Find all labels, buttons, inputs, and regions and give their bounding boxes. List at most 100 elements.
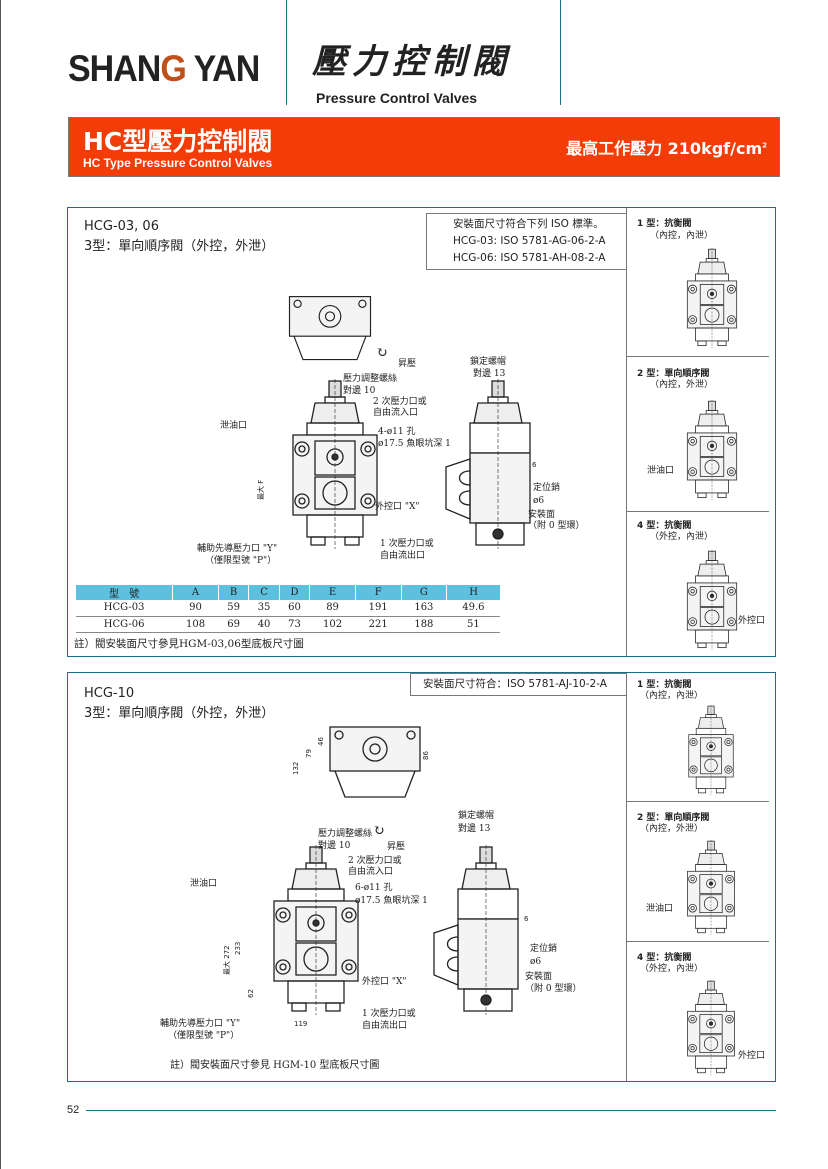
page-title-en: Pressure Control Valves: [316, 90, 478, 106]
cell: 89: [309, 600, 356, 617]
note: 註）閥安裝面尺寸參見HGM-03,06型底板尺寸圖: [74, 638, 304, 650]
column-header: D: [278, 585, 310, 600]
variant-subtitle: （外控，內泄）: [650, 532, 714, 542]
label: 自由流入口: [373, 408, 419, 418]
variant-1-drawing: [686, 248, 738, 348]
label: 壓力調整螺絲: [318, 829, 373, 839]
label: 6-ø11 孔: [355, 883, 393, 893]
dimension-label: 119: [294, 1020, 308, 1028]
page-number: 52: [67, 1104, 80, 1116]
variant-2-drawing: [686, 400, 738, 500]
dimension-label: 62: [247, 989, 255, 998]
cell: 102: [309, 616, 356, 633]
variant-4-drawing: [686, 550, 738, 650]
cell: 49.6: [446, 600, 500, 617]
dimension-label: 46: [317, 737, 325, 746]
label: 輔助先導壓力口 "Y": [197, 544, 278, 554]
label: （附 0 型環）: [525, 984, 582, 994]
cell: 221: [355, 616, 402, 633]
cell: 51: [446, 616, 500, 633]
label: （僅限型號 "P"）: [168, 1031, 240, 1041]
logo-text-right: YAN: [185, 48, 261, 90]
variant-subtitle: （內控，外泄）: [650, 380, 714, 390]
label: 安裝面: [528, 510, 556, 520]
logo-text: SHAN: [68, 48, 161, 90]
variant-1-drawing: [688, 705, 734, 795]
variant-title: 1 型：抗衡閥: [637, 219, 692, 229]
column-header: E: [309, 585, 356, 600]
label: 6: [532, 461, 537, 469]
footer-rule: [86, 1110, 776, 1111]
label: 輔助先導壓力口 "Y": [160, 1019, 241, 1029]
iso-line: HCG-03: ISO 5781-AG-06-2-A: [453, 235, 606, 247]
front-view-drawing: [292, 378, 378, 550]
top-view-drawing: [329, 726, 421, 798]
label: 自由流出口: [380, 551, 426, 561]
variant-subtitle: （外控，內泄）: [640, 964, 704, 974]
label: 壓力調整螺絲: [343, 374, 398, 384]
variant-2-drawing: [687, 840, 735, 935]
column-header: B: [217, 585, 249, 600]
dimension-label: 最大 272: [223, 945, 231, 975]
variant-title: 2 型：單向順序閥: [637, 813, 710, 823]
label: 自由流入口: [348, 867, 394, 877]
label: 外控口 "X": [362, 977, 407, 987]
cell: HCG-06: [75, 616, 173, 633]
variant-subtitle: （內控，外泄）: [640, 824, 704, 834]
iso-standard: 安裝面尺寸符合：ISO 5781-AJ-10-2-A: [410, 673, 626, 696]
label: 外控口 "X": [375, 502, 420, 512]
callout-label: 泄油口: [647, 466, 675, 476]
label: 定位銷: [533, 483, 561, 493]
label: ø17.5 魚眼坑深 1: [355, 896, 428, 906]
column-header: H: [446, 585, 500, 600]
cell: 69: [218, 616, 249, 633]
variant-title: 1 型：抗衡閥: [637, 680, 692, 690]
callout-label: 泄油口: [646, 904, 674, 914]
variant-subtitle: （內控，內泄）: [640, 691, 704, 701]
label: （附 0 型環）: [528, 521, 585, 531]
raise-pressure-label: 昇壓: [387, 842, 406, 852]
banner-title-en: HC Type Pressure Control Valves: [83, 156, 273, 170]
label: 2 次壓力口或: [348, 856, 402, 866]
label: ø6: [533, 496, 545, 506]
brand-logo: SHANG YAN: [68, 48, 261, 91]
label: 2 次壓力口或: [373, 397, 427, 407]
cell: 90: [172, 600, 219, 617]
label: 1 次壓力口或: [362, 1009, 416, 1019]
variant-4-drawing: [687, 980, 735, 1075]
label: 對邊 10: [318, 841, 351, 851]
dimension-label: 最大 F: [257, 479, 265, 500]
cell: 191: [355, 600, 402, 617]
label: 安裝面: [525, 972, 553, 982]
iso-line: 安裝面尺寸符合下列 ISO 標準。: [453, 218, 604, 230]
label: 自由流出口: [362, 1021, 408, 1031]
page-title-cn: 壓力控制閥: [312, 42, 512, 82]
cell: 188: [401, 616, 447, 633]
cell: 60: [279, 600, 310, 617]
cell: 73: [279, 616, 310, 633]
label: 泄油口: [220, 421, 248, 431]
rotate-arrow-icon: ↻: [376, 345, 388, 361]
callout-label: 外控口: [738, 616, 766, 626]
valve-type: 3型：單向順序閥（外控，外泄）: [84, 706, 275, 721]
label: 鎖定螺帽: [470, 357, 507, 367]
iso-line: HCG-06: ISO 5781-AH-08-2-A: [453, 252, 606, 264]
valve-type: 3型：單向順序閥（外控，外泄）: [84, 239, 275, 254]
column-header: G: [400, 585, 447, 600]
dimension-label: 233: [234, 941, 242, 955]
product-banner: HC型壓力控制閥 HC Type Pressure Control Valves…: [68, 117, 780, 177]
label: ø6: [530, 957, 542, 967]
label: 定位銷: [530, 944, 558, 954]
side-view-drawing: [445, 378, 531, 550]
iso-standard: 安裝面尺寸符合下列 ISO 標準。 HCG-03: ISO 5781-AG-06…: [426, 213, 626, 270]
dimension-label: 79: [305, 749, 313, 758]
cell: 35: [248, 600, 280, 617]
label: ø17.5 魚眼坑深 1: [378, 439, 451, 449]
max-pressure-sup: 2: [762, 141, 767, 150]
column-header: C: [248, 585, 280, 600]
label: 1 次壓力口或: [380, 539, 434, 549]
label: 鎖定螺帽: [458, 811, 495, 821]
